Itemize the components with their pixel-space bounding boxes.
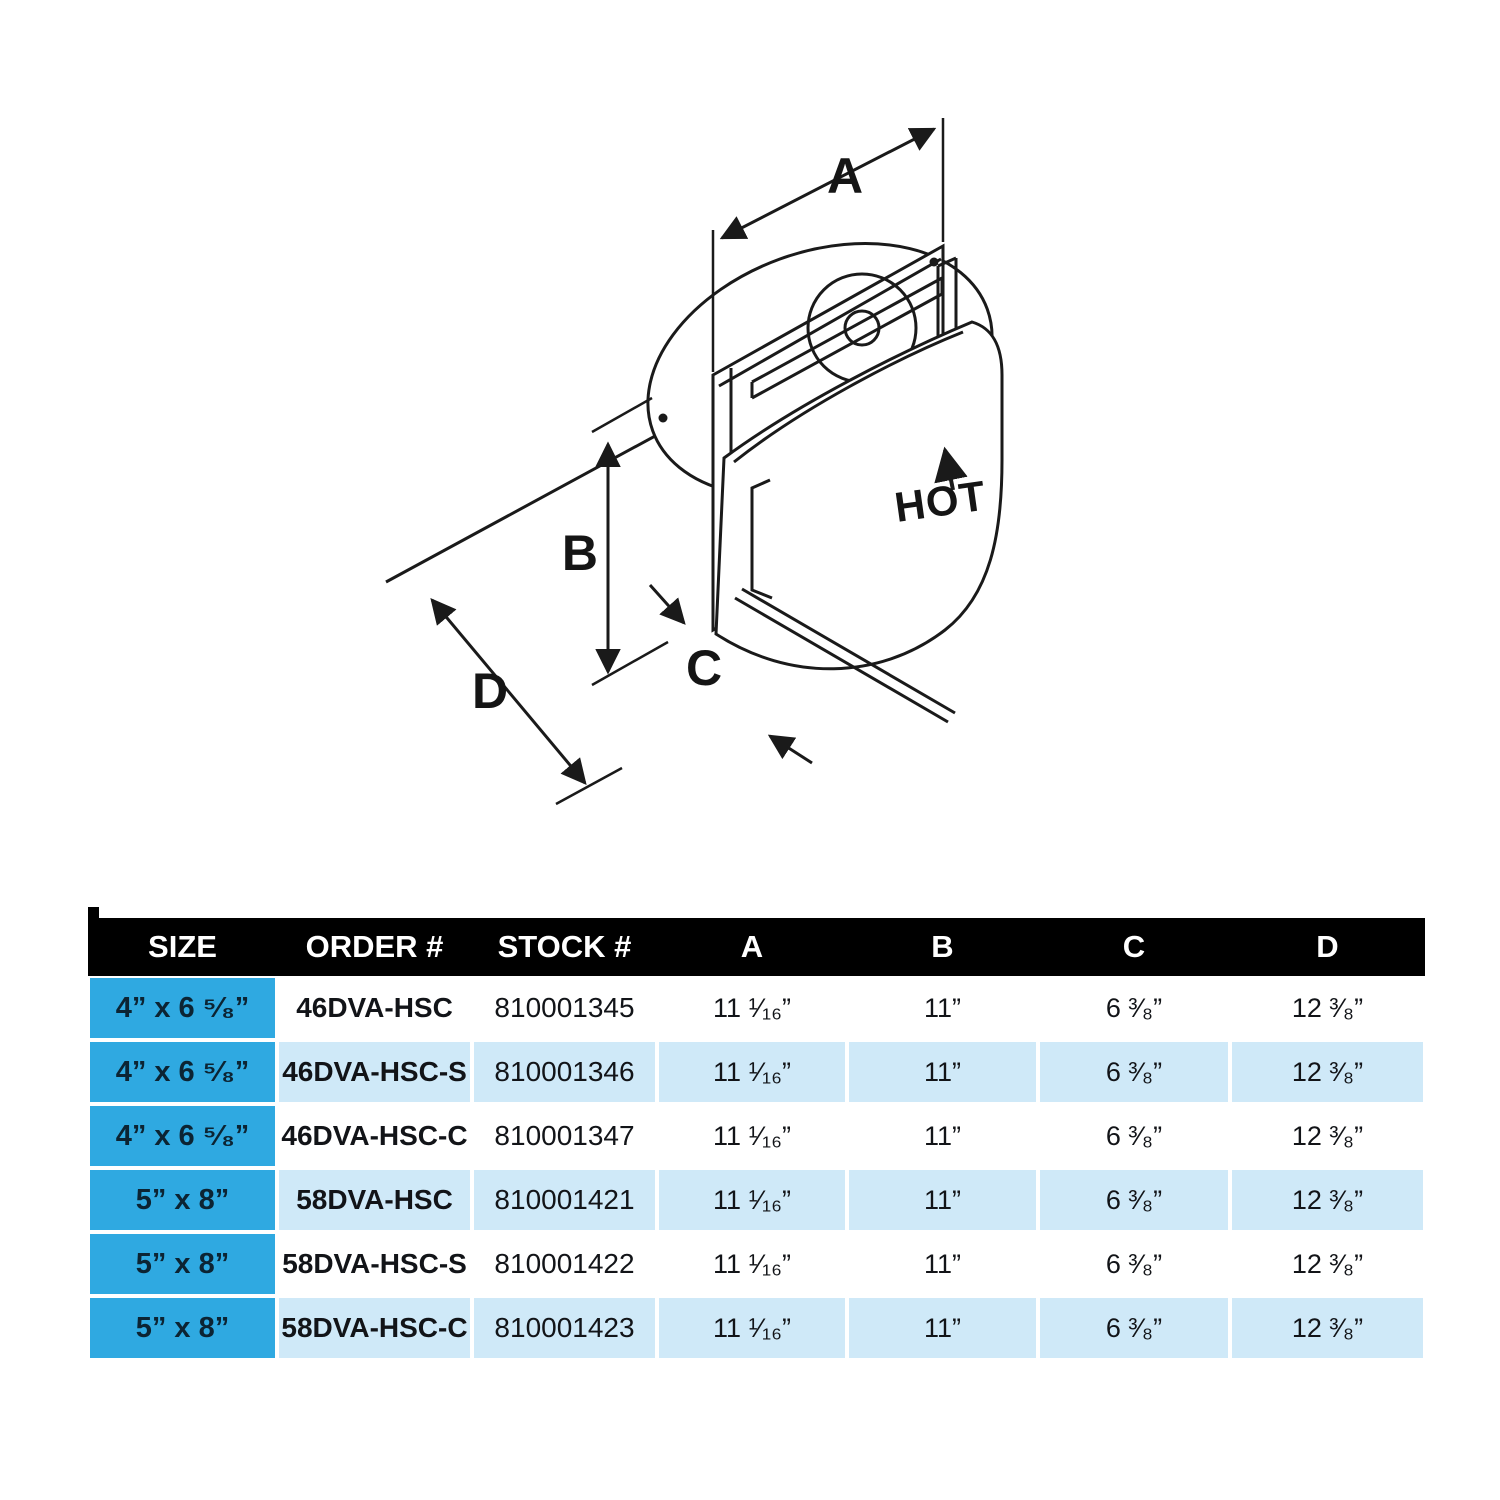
order-cell: 46DVA-HSC <box>277 976 472 1040</box>
table-row: 4” x 6 ⁵⁄₈” 46DVA-HSC-S 810001346 11 ¹⁄₁… <box>88 1040 1425 1104</box>
plate-bracket <box>750 478 773 600</box>
spec-table: SIZE ORDER # STOCK # A B C D 4” x 6 ⁵⁄₈”… <box>88 918 1425 1360</box>
dim-a-cell: 11 ¹⁄₁₆” <box>657 1168 847 1232</box>
stock-cell: 810001423 <box>472 1296 657 1360</box>
dim-d-cell: 12 ³⁄₈” <box>1230 1040 1425 1104</box>
table-row: 4” x 6 ⁵⁄₈” 46DVA-HSC-C 810001347 11 ¹⁄₁… <box>88 1104 1425 1168</box>
col-header-a: A <box>657 918 847 976</box>
col-header-order: ORDER # <box>277 918 472 976</box>
stock-cell: 810001421 <box>472 1168 657 1232</box>
table-row: 4” x 6 ⁵⁄₈” 46DVA-HSC 810001345 11 ¹⁄₁₆”… <box>88 976 1425 1040</box>
stock-cell: 810001346 <box>472 1040 657 1104</box>
dim-d-cell: 12 ³⁄₈” <box>1230 976 1425 1040</box>
heat-shield <box>714 320 1004 671</box>
dim-d-cell: 12 ³⁄₈” <box>1230 1104 1425 1168</box>
stock-cell: 810001422 <box>472 1232 657 1296</box>
wall-line <box>385 408 704 584</box>
dim-a-cell: 11 ¹⁄₁₆” <box>657 1104 847 1168</box>
stock-cell: 810001345 <box>472 976 657 1040</box>
dim-a-cell: 11 ¹⁄₁₆” <box>657 1232 847 1296</box>
order-cell: 58DVA-HSC-C <box>277 1296 472 1360</box>
dimension-b: B <box>562 396 669 687</box>
col-header-d: D <box>1230 918 1425 976</box>
dim-d-cell: 12 ³⁄₈” <box>1230 1296 1425 1360</box>
dim-a-label: A <box>827 148 863 204</box>
size-cell: 4” x 6 ⁵⁄₈” <box>88 1040 277 1104</box>
dim-b-cell: 11” <box>847 976 1038 1040</box>
order-cell: 58DVA-HSC-S <box>277 1232 472 1296</box>
dim-c-cell: 6 ³⁄₈” <box>1038 1040 1230 1104</box>
dim-c-cell: 6 ³⁄₈” <box>1038 976 1230 1040</box>
col-header-c: C <box>1038 918 1230 976</box>
stock-cell: 810001347 <box>472 1104 657 1168</box>
dim-b-label: B <box>562 525 598 581</box>
spec-table-section: SIZE ORDER # STOCK # A B C D 4” x 6 ⁵⁄₈”… <box>88 907 1425 1360</box>
col-header-b: B <box>847 918 1038 976</box>
order-cell: 58DVA-HSC <box>277 1168 472 1232</box>
dim-c-label: C <box>686 640 722 696</box>
drip-edge <box>734 587 956 765</box>
dim-c-cell: 6 ³⁄₈” <box>1038 1232 1230 1296</box>
dim-a-cell: 11 ¹⁄₁₆” <box>657 1040 847 1104</box>
header-row: SIZE ORDER # STOCK # A B C D <box>88 918 1425 976</box>
order-cell: 46DVA-HSC-C <box>277 1104 472 1168</box>
dim-d-label: D <box>472 663 508 719</box>
dim-d-cell: 12 ³⁄₈” <box>1230 1232 1425 1296</box>
dim-c-cell: 6 ³⁄₈” <box>1038 1296 1230 1360</box>
size-cell: 5” x 8” <box>88 1168 277 1232</box>
blower-assembly <box>750 256 958 400</box>
dim-b-cell: 11” <box>847 1040 1038 1104</box>
table-corner-mark <box>88 907 99 918</box>
table-row: 5” x 8” 58DVA-HSC-S 810001422 11 ¹⁄₁₆” 1… <box>88 1232 1425 1296</box>
size-cell: 5” x 8” <box>88 1296 277 1360</box>
dim-c-cell: 6 ³⁄₈” <box>1038 1168 1230 1232</box>
screw-dots <box>658 257 939 423</box>
dim-c-cell: 6 ³⁄₈” <box>1038 1104 1230 1168</box>
dim-b-cell: 11” <box>847 1296 1038 1360</box>
order-cell: 46DVA-HSC-S <box>277 1040 472 1104</box>
dim-b-cell: 11” <box>847 1232 1038 1296</box>
col-header-size: SIZE <box>88 918 277 976</box>
dim-d-cell: 12 ³⁄₈” <box>1230 1168 1425 1232</box>
size-cell: 4” x 6 ⁵⁄₈” <box>88 1104 277 1168</box>
vent-cap-line-drawing: HOT A B C D <box>385 118 1004 806</box>
dim-a-cell: 11 ¹⁄₁₆” <box>657 976 847 1040</box>
dim-b-cell: 11” <box>847 1104 1038 1168</box>
dim-b-cell: 11” <box>847 1168 1038 1232</box>
product-diagram: HOT A B C D <box>0 30 1500 890</box>
table-row: 5” x 8” 58DVA-HSC-C 810001423 11 ¹⁄₁₆” 1… <box>88 1296 1425 1360</box>
table-row: 5” x 8” 58DVA-HSC 810001421 11 ¹⁄₁₆” 11”… <box>88 1168 1425 1232</box>
dim-a-cell: 11 ¹⁄₁₆” <box>657 1296 847 1360</box>
dimension-a: A <box>711 118 945 372</box>
dimension-d: D <box>430 598 623 806</box>
dimension-c: C <box>648 583 722 696</box>
col-header-stock: STOCK # <box>472 918 657 976</box>
size-cell: 4” x 6 ⁵⁄₈” <box>88 976 277 1040</box>
size-cell: 5” x 8” <box>88 1232 277 1296</box>
